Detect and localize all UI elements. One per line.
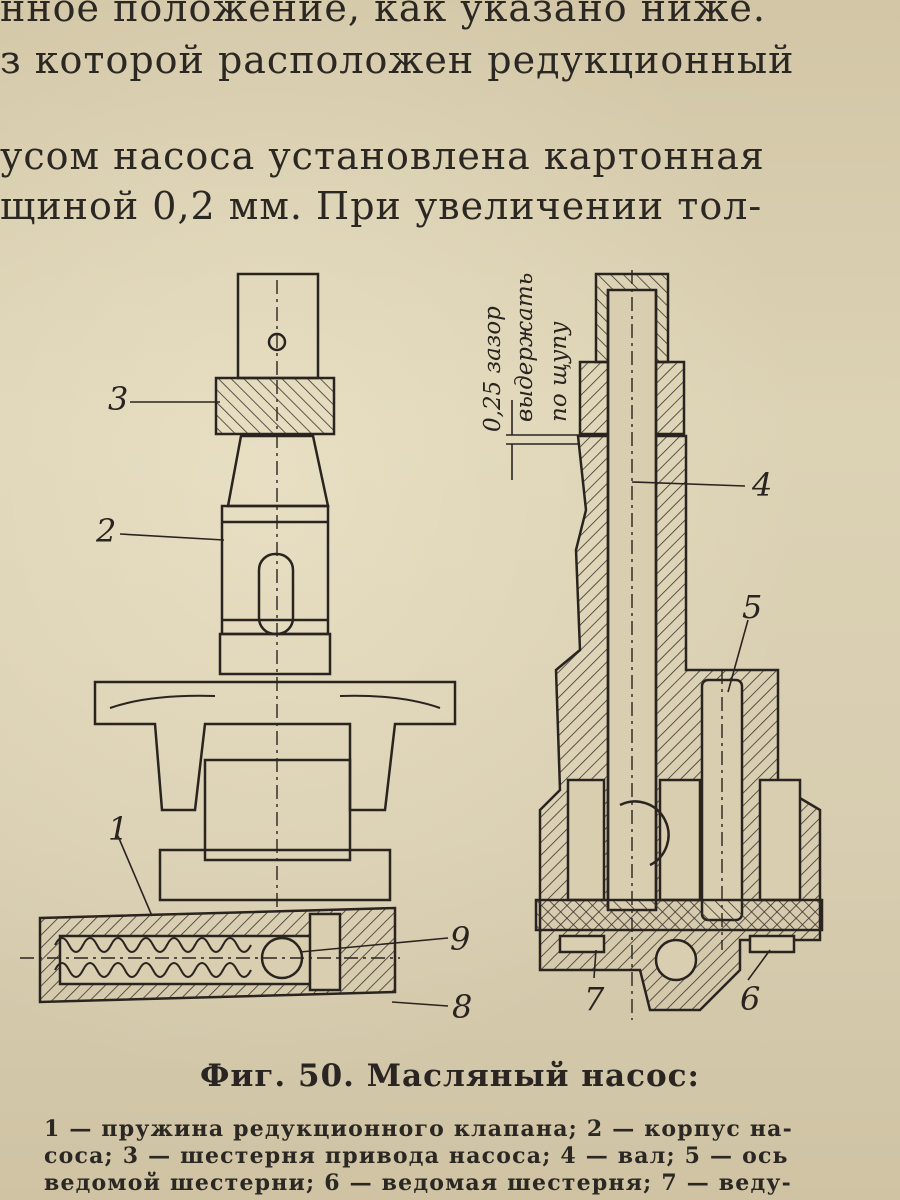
body-text-line: щиной 0,2 мм. При увеличении тол- — [0, 184, 763, 228]
callout-6: 6 — [740, 980, 760, 1018]
gap-annotation-line1: 0,25 зазор — [480, 306, 506, 432]
gap-annotation — [506, 400, 580, 480]
callout-3: 3 — [108, 380, 128, 418]
gap-annotation-line2: выдержать — [512, 273, 538, 422]
callout-4: 4 — [751, 466, 772, 504]
body-text-line: нное положение, как указано ниже. — [0, 0, 766, 30]
legend-line: ведомой шестерни; 6 — ведомая шестерня; … — [44, 1170, 792, 1196]
figure-caption: Фиг. 50. Масляный насос: — [200, 1058, 700, 1094]
body-text-line: з которой расположен редукционный — [0, 38, 795, 82]
legend-line: соса; 3 — шестерня привода насоса; 4 — в… — [44, 1143, 789, 1169]
callout-7: 7 — [584, 980, 605, 1018]
left-leaders — [117, 401, 449, 1007]
pump-section-view — [534, 270, 824, 1020]
right-leaders — [593, 481, 771, 981]
oil-pump-drawing: 0,25 зазор выдержать по щупу 3 2 1 9 8 4… — [20, 270, 824, 1026]
callout-8: 8 — [452, 988, 472, 1026]
legend-line: 1 — пружина редукционного клапана; 2 — к… — [44, 1116, 793, 1142]
callout-2: 2 — [95, 512, 116, 550]
pump-external-view — [20, 272, 457, 1004]
callout-9: 9 — [450, 920, 470, 958]
callout-1: 1 — [108, 810, 128, 848]
body-text-line: усом насоса установлена картонная — [0, 134, 765, 178]
callout-5: 5 — [742, 588, 762, 626]
gap-annotation-line3: по щупу — [546, 321, 572, 422]
